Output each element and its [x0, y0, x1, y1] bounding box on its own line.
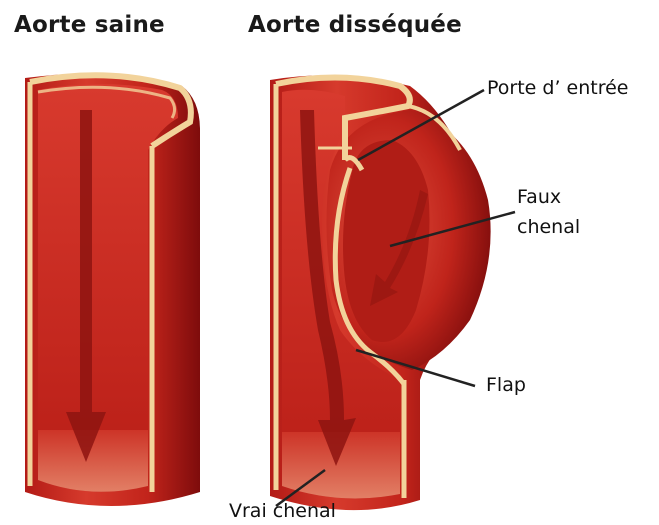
label-false-lumen-line1: Faux [517, 185, 561, 209]
healthy-aorta [25, 74, 200, 507]
label-entry-tear: Porte d’ entrée [487, 76, 629, 100]
label-true-lumen: Vrai chenal [229, 499, 336, 523]
label-false-lumen-line2: chenal [517, 215, 580, 239]
dissected-aorta [270, 75, 491, 510]
label-flap: Flap [486, 373, 526, 397]
